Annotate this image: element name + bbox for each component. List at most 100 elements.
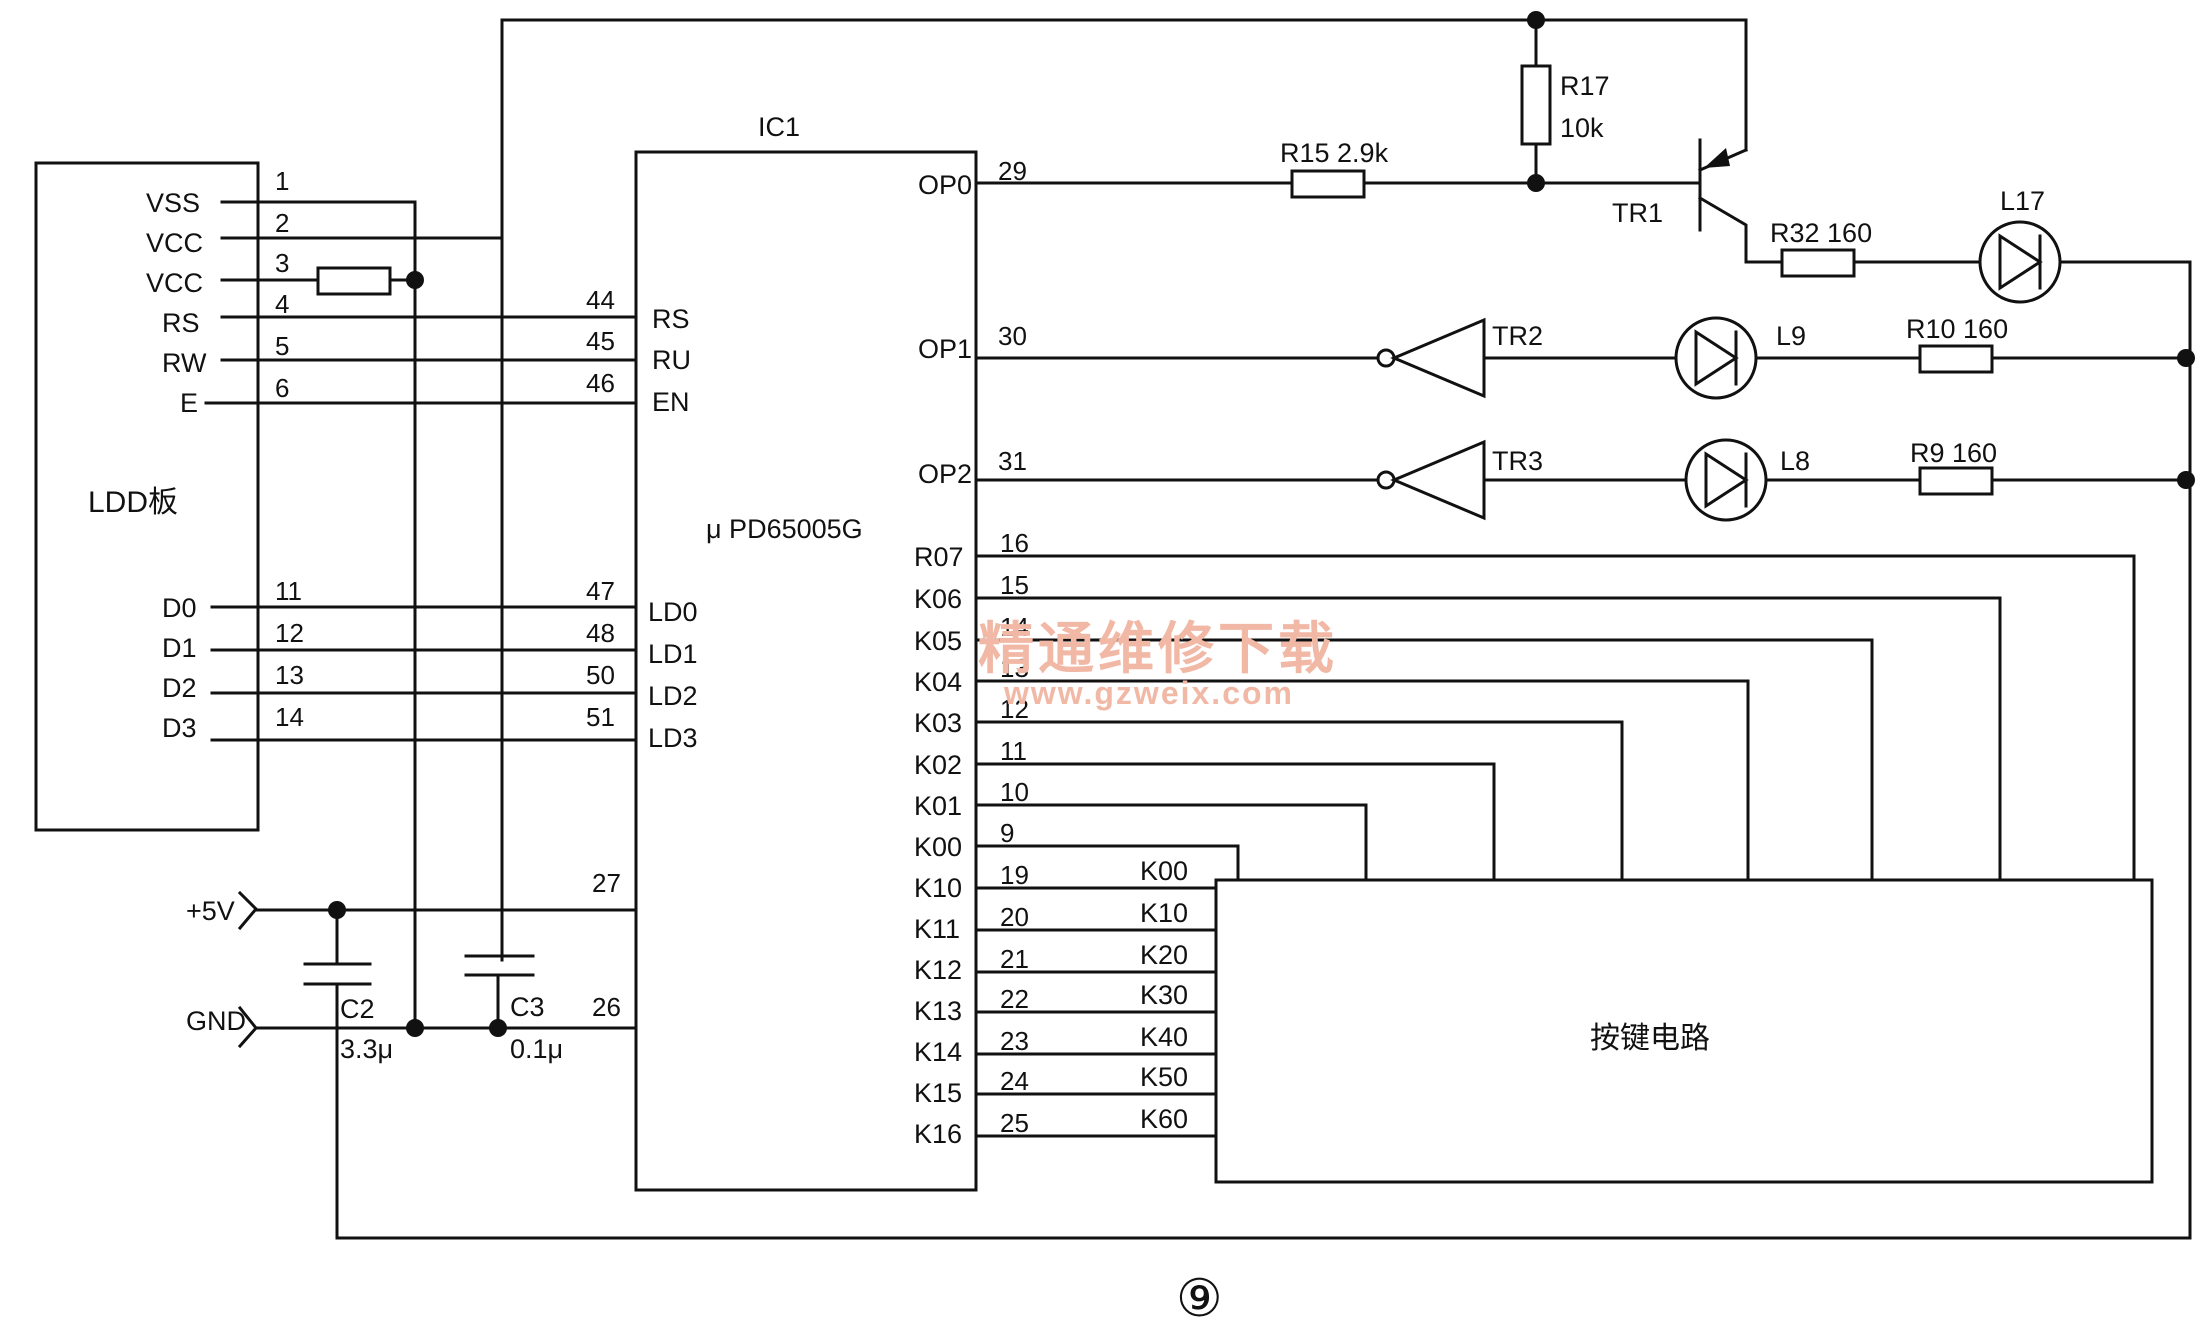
c2-lead-bottom-return <box>335 982 2192 1240</box>
junction-gnd-vss <box>406 1019 424 1037</box>
lcd-pin-label-vcc2: VCC <box>146 268 203 298</box>
ic1-pin-name-k03: K03 <box>914 708 962 738</box>
tr1-arrow <box>1704 148 1730 168</box>
lcd-pin-num-1: 1 <box>275 166 289 196</box>
r9-resistor <box>1918 466 1994 496</box>
lcd-pin-label-vss: VSS <box>146 188 200 218</box>
ic1-pin-num-48: 48 <box>586 618 615 648</box>
ic1-pin-name-ld1: LD1 <box>648 639 698 669</box>
l9-led-body <box>1674 316 1758 400</box>
wire-k06 <box>974 596 2002 882</box>
lcd-pin-num-14: 14 <box>275 702 304 732</box>
wire-k01 <box>974 803 1368 882</box>
lcd-pin-label-d3: D3 <box>162 713 197 743</box>
ic1-pin-num-19: 19 <box>1000 860 1029 890</box>
c3-ref: C3 <box>510 992 545 1022</box>
tr2-inverter <box>1390 317 1486 399</box>
plus5v-arrow <box>237 890 259 931</box>
junction-op1-return <box>2177 349 2195 367</box>
ic1-pin-num-12: 12 <box>1000 694 1029 724</box>
ic1-pin-name-k13: K13 <box>914 996 962 1026</box>
lcd-pin-label-d2: D2 <box>162 673 197 703</box>
ic1-pin-num-10: 10 <box>1000 777 1029 807</box>
ic1-pin-num-24: 24 <box>1000 1066 1029 1096</box>
ic1-pin-num-44: 44 <box>586 285 615 315</box>
junction-gnd-c3 <box>489 1019 507 1037</box>
lcd-board: LDD板 VSS VCC VCC RS RW E D0 D1 D2 D3 1 2… <box>34 161 304 832</box>
ic1-pin-num-14: 14 <box>1000 612 1029 642</box>
ic1-ref: IC1 <box>758 112 800 142</box>
lcd-pin-num-4: 4 <box>275 289 289 319</box>
op1-driver: TR2 L9 R10 160 <box>974 314 2195 400</box>
l8-ref: L8 <box>1780 446 1810 476</box>
watermark-cn: 精通维修下载 <box>978 617 1338 680</box>
lcd-pin-label-d0: D0 <box>162 593 197 623</box>
tr2-ref: TR2 <box>1492 321 1543 351</box>
ic1-pin-num-29: 29 <box>998 156 1027 186</box>
r17-resistor <box>1520 64 1552 146</box>
ic1-pin-num-27: 27 <box>592 868 621 898</box>
r15-resistor <box>1290 169 1366 199</box>
vcc3-resistor <box>316 266 392 296</box>
r9-label: R9 160 <box>1910 438 1997 468</box>
ic1-pin-num-50: 50 <box>586 660 615 690</box>
wire-k03 <box>974 720 1624 882</box>
ic1-pin-name-k12: K12 <box>914 955 962 985</box>
ic1-pin-name-en: EN <box>652 387 690 417</box>
lcd-pin-label-vcc1: VCC <box>146 228 203 258</box>
ic1-pin-name-k11: K11 <box>914 914 960 944</box>
l9-led-triangle <box>1694 329 1739 387</box>
lcd-pin-label-rw: RW <box>162 348 207 378</box>
key-circuit-title: 按键电路 <box>1590 1022 1710 1055</box>
ic1-pin-name-k15: K15 <box>914 1078 962 1108</box>
ic1-pin-name-ru: RU <box>652 345 691 375</box>
lcd-pin-num-11: 11 <box>275 576 302 606</box>
l17-led-triangle <box>1998 233 2043 291</box>
ic1-pin-name-op1: OP1 <box>918 334 972 364</box>
r10-label: R10 160 <box>1906 314 2008 344</box>
lcd-board-title: LDD板 <box>88 486 178 519</box>
ic1-pin-num-25: 25 <box>1000 1108 1029 1138</box>
ic1-pin-name-k10: K10 <box>914 873 962 903</box>
ic1-pin-num-45: 45 <box>586 326 615 356</box>
lcd-pin-num-13: 13 <box>275 660 304 690</box>
key-input-k20: K20 <box>1140 940 1188 970</box>
key-input-k10: K10 <box>1140 898 1188 928</box>
lcd-pin-num-3: 3 <box>275 248 289 278</box>
key-input-k30: K30 <box>1140 980 1188 1010</box>
ic1-pin-num-11: 11 <box>1000 736 1027 766</box>
ic1-pin-num-31: 31 <box>998 446 1027 476</box>
wire-k04 <box>974 679 1750 882</box>
lcd-board-outline <box>34 161 260 832</box>
key-scan-wires <box>974 554 2136 1138</box>
l8-led-triangle <box>1704 451 1749 509</box>
ic1-outline <box>634 150 978 1192</box>
ic1-pin-num-23: 23 <box>1000 1026 1029 1056</box>
l17-led-body <box>1978 220 2062 304</box>
plus5v-label: +5V <box>186 896 235 926</box>
ic1-pin-name-k04: K04 <box>914 667 962 697</box>
key-input-k60: K60 <box>1140 1104 1188 1134</box>
l9-ref: L9 <box>1776 321 1806 351</box>
r15-label: R15 2.9k <box>1280 138 1389 168</box>
ic1-pin-num-16: 16 <box>1000 528 1029 558</box>
ic1-pin-num-21: 21 <box>1000 944 1029 974</box>
ic1-pin-name-k05: K05 <box>914 626 962 656</box>
lcd-pin-label-d1: D1 <box>162 633 197 663</box>
tr1-emitter <box>1697 195 1784 264</box>
junction-op2-return <box>2177 471 2195 489</box>
lcd-pin-label-rs: RS <box>162 308 200 338</box>
c2-ref: C2 <box>340 994 375 1024</box>
watermark-url: www.gzweix.com <box>1003 675 1294 711</box>
wire-k05 <box>974 638 1874 882</box>
ic1-part: μ PD65005G <box>706 514 863 544</box>
l8-led-body <box>1684 438 1768 522</box>
key-input-k40: K40 <box>1140 1022 1188 1052</box>
op2-driver: TR3 L8 R9 160 <box>974 438 2195 522</box>
watermark: 精通维修下载 www.gzweix.com <box>978 617 1338 711</box>
op0-driver: R17 10k R15 2.9k TR1 R32 160 L17 <box>500 11 2192 1240</box>
wire-k02 <box>974 762 1496 882</box>
key-input-k50: K50 <box>1140 1062 1188 1092</box>
r17-value: 10k <box>1560 113 1604 143</box>
ic1-pin-name-op0: OP0 <box>918 170 972 200</box>
